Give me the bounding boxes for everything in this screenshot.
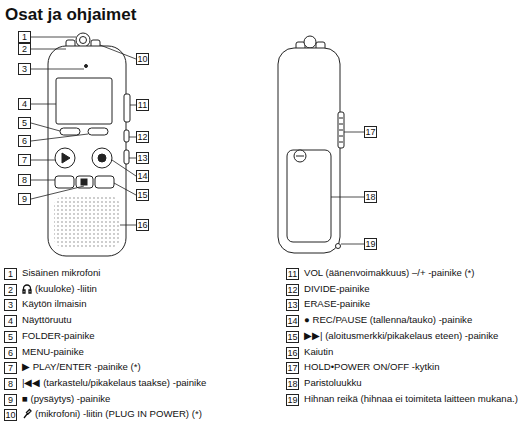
callout-number: 1 <box>4 268 17 280</box>
callout-number: 2 <box>18 43 31 55</box>
headphone-icon <box>22 283 32 294</box>
callout-number: 12 <box>286 284 299 296</box>
callout-number: 5 <box>4 331 17 343</box>
callout-number: 16 <box>136 219 149 231</box>
callout-number: 3 <box>18 63 31 75</box>
part-description: VOL (äänenvoimakkuus) –/+ -painike (*) <box>304 267 475 279</box>
callout-number: 14 <box>136 170 149 182</box>
part-description: (mikrofoni) -liitin (PLUG IN POWER) (*) <box>22 408 202 420</box>
part-description: (kuuloke) -liitin <box>22 283 97 295</box>
part-description: ● REC/PAUSE (tallenna/tauko) -painike <box>304 314 472 326</box>
callout-number: 18 <box>364 191 377 203</box>
part-description: |◀◀ (tarkastelu/pikakelaus taakse) -pain… <box>22 377 206 389</box>
callout-number: 16 <box>286 347 299 359</box>
part-description: Näyttöruutu <box>22 314 72 326</box>
part-description: Sisäinen mikrofoni <box>22 267 100 279</box>
callout-number: 1 <box>18 31 31 43</box>
part-description: Paristoluukku <box>304 377 362 389</box>
part-description: Hihnan reikä (hihnaa ei toimiteta laitte… <box>304 393 528 405</box>
callout-number: 15 <box>136 189 149 201</box>
callout-number: 10 <box>4 409 17 421</box>
part-description: HOLD•POWER ON/OFF -kytkin <box>304 361 440 373</box>
callout-number: 13 <box>286 299 299 311</box>
part-description: ■ (pysäytys) -painike <box>22 393 110 405</box>
callout-number: 15 <box>286 331 299 343</box>
callout-number: 7 <box>4 362 17 374</box>
callout-number: 6 <box>4 347 17 359</box>
callout-number: 19 <box>286 394 299 406</box>
diagram-title: Osat ja ohjaimet <box>5 5 136 25</box>
callout-number: 2 <box>4 284 17 296</box>
callout-number: 17 <box>286 362 299 374</box>
microphone-icon <box>22 408 32 419</box>
callout-number: 4 <box>4 315 17 327</box>
callout-number: 11 <box>286 268 299 280</box>
callout-number: 12 <box>136 131 149 143</box>
part-description: ▶ PLAY/ENTER -painike (*) <box>22 361 141 373</box>
callout-number: 10 <box>136 53 149 65</box>
callout-number: 19 <box>364 238 377 250</box>
callout-number: 14 <box>286 315 299 327</box>
callout-number: 11 <box>136 99 149 111</box>
callout-number: 5 <box>18 117 31 129</box>
callout-number: 7 <box>18 154 31 166</box>
part-description: Kaiutin <box>304 346 333 358</box>
callout-number: 9 <box>4 394 17 406</box>
callout-number: 18 <box>286 378 299 390</box>
part-description: ▶▶| (aloitusmerkki/pikakelaus eteen) -pa… <box>304 330 498 342</box>
callout-number: 13 <box>136 152 149 164</box>
callout-number: 8 <box>18 174 31 186</box>
callout-number: 8 <box>4 378 17 390</box>
callout-number: 3 <box>4 299 17 311</box>
part-description: ERASE-painike <box>304 298 370 310</box>
callout-number: 4 <box>18 98 31 110</box>
callout-number: 9 <box>18 193 31 205</box>
callout-number: 6 <box>18 135 31 147</box>
part-description: FOLDER-painike <box>22 330 95 342</box>
part-description: Käytön ilmaisin <box>22 298 87 310</box>
part-description: DIVIDE-painike <box>304 283 370 295</box>
callout-number: 17 <box>364 126 377 138</box>
part-description: MENU-painike <box>22 346 84 358</box>
